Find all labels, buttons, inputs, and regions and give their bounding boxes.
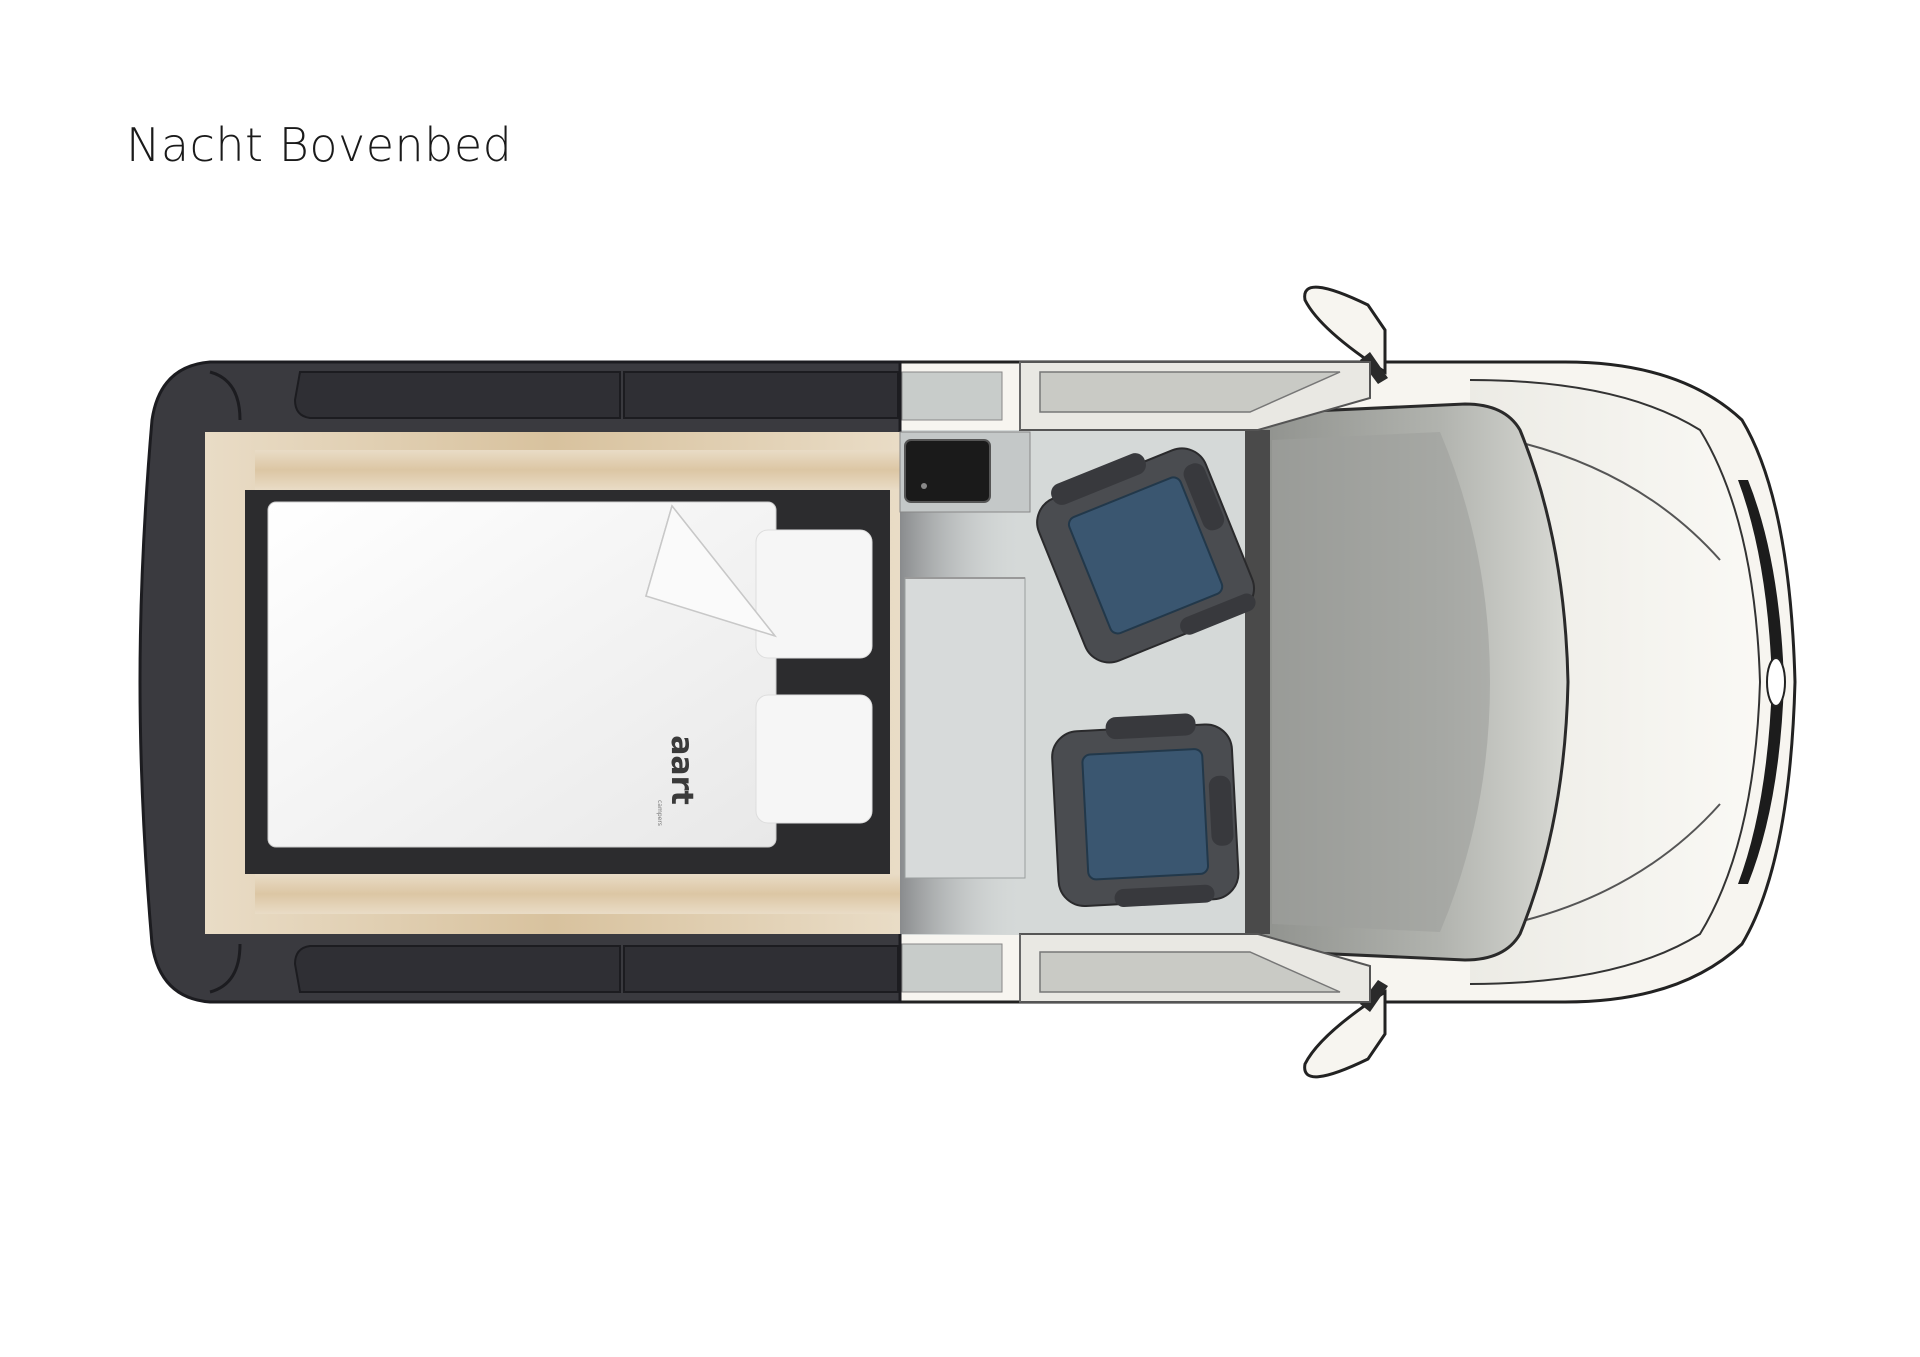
dashboard: [1240, 430, 1270, 934]
step-top: [901, 371, 1003, 421]
brand-tagline: campers: [656, 800, 663, 826]
page-title: Nacht Bovenbed: [126, 118, 513, 172]
brand-logo-text: aart: [664, 735, 699, 805]
cab-door-top: [1019, 361, 1371, 431]
pillow-top: [755, 529, 873, 659]
pillow-bottom: [755, 694, 873, 824]
kitchen-unit: [899, 431, 1031, 879]
brand-badge-icon: [1766, 657, 1786, 707]
step-bottom: [901, 943, 1003, 993]
brand-logo: aart campers: [656, 735, 699, 826]
side-mirror-top-icon: [1303, 285, 1388, 384]
seat-driver: [1036, 447, 1256, 664]
side-mirror-bottom-icon: [1303, 980, 1388, 1079]
cab-door-bottom: [1019, 933, 1371, 1003]
duvet-fold: [645, 504, 778, 638]
seat-passenger: [1051, 713, 1240, 907]
windshield: [1246, 402, 1570, 962]
